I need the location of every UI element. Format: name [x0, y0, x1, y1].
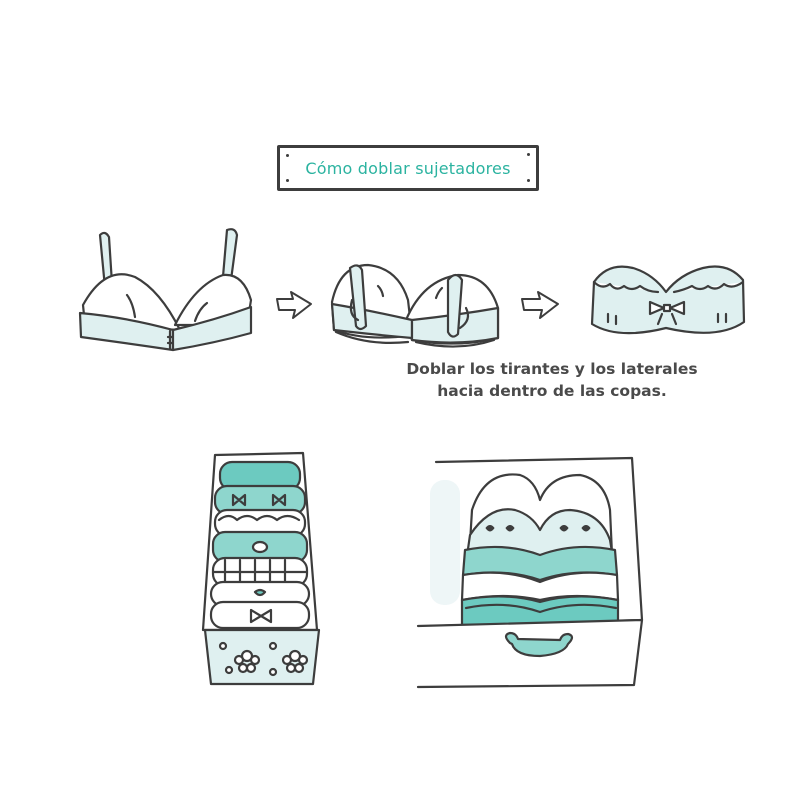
instruction-caption: Doblar los tirantes y los laterales haci… [372, 358, 732, 402]
arrow-right-icon [521, 291, 559, 319]
bra-folded-illustration [590, 265, 746, 335]
corner-dot [286, 154, 289, 157]
caption-line-1: Doblar los tirantes y los laterales [406, 360, 698, 378]
title-banner: Cómo doblar sujetadores [277, 145, 539, 191]
corner-dot [527, 179, 530, 182]
page-title: Cómo doblar sujetadores [305, 158, 511, 178]
bra-unfolded-illustration [78, 228, 253, 352]
corner-dot [286, 179, 289, 182]
arrow-right-icon [276, 291, 312, 319]
corner-dot [527, 153, 530, 156]
bra-straps-tucked-illustration [330, 263, 500, 348]
caption-line-2: hacia dentro de las copas. [437, 382, 667, 400]
drawer-stacked-vertical-illustration [201, 451, 321, 686]
drawer-nested-cups-illustration [416, 456, 644, 689]
